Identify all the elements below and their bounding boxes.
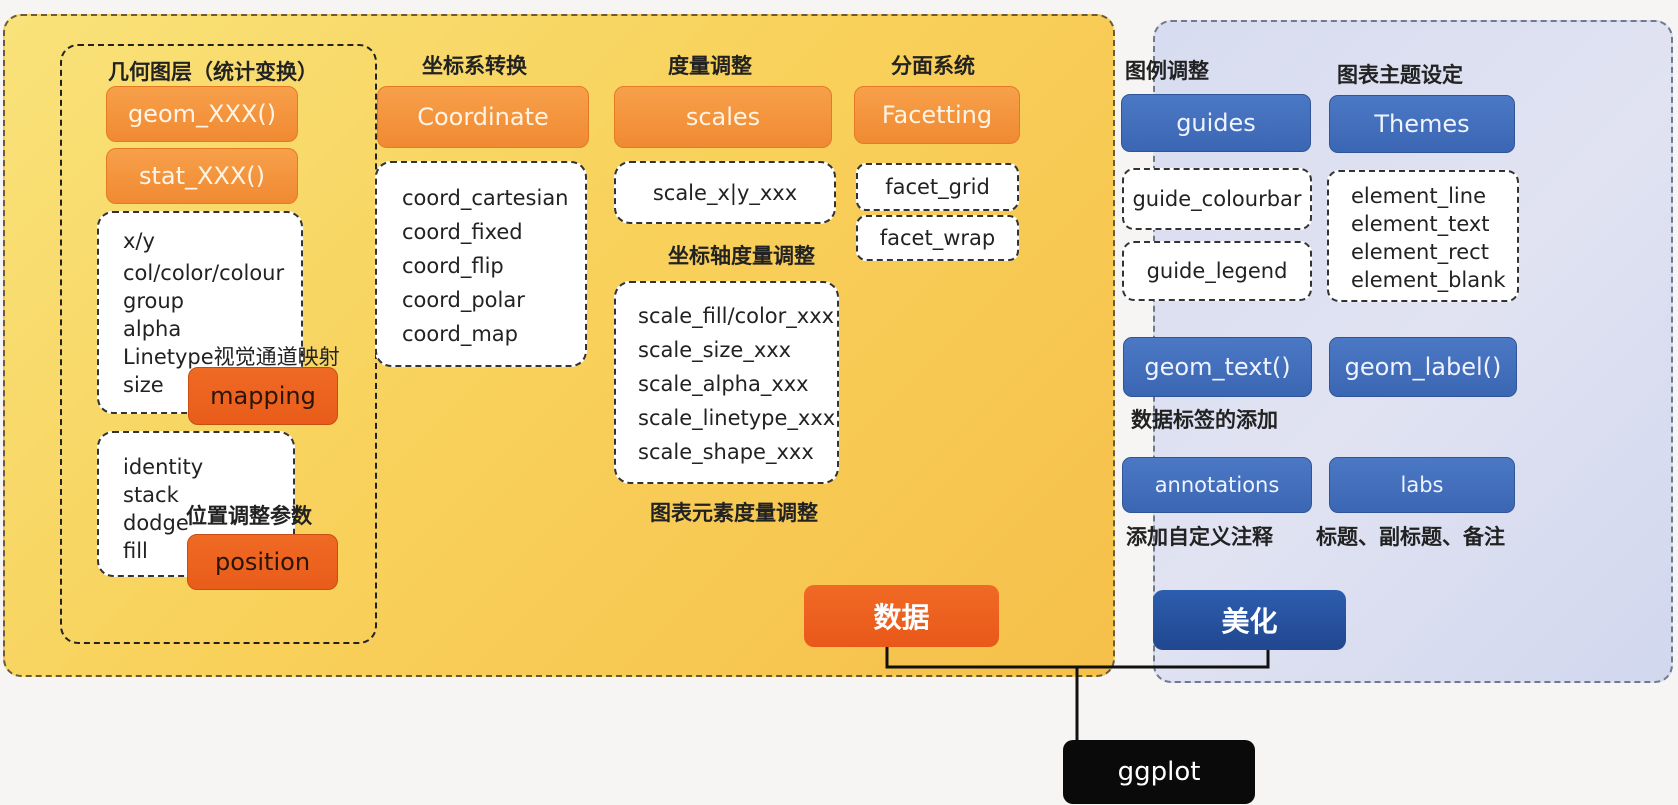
- guides-button[interactable]: guides: [1121, 94, 1311, 152]
- scale-item: scale_fill/color_xxx: [638, 304, 835, 328]
- beautify-node[interactable]: 美化: [1153, 590, 1346, 650]
- aesthetics-list: x/y col/color/colour group alpha Linetyp…: [123, 223, 340, 399]
- geom-label-button[interactable]: geom_label(): [1329, 337, 1517, 397]
- ggplot-root-node[interactable]: ggplot: [1063, 740, 1255, 804]
- scale-item: scale_alpha_xxx: [638, 372, 809, 396]
- themes-header: 图表主题设定: [1337, 63, 1463, 87]
- scales-header: 度量调整: [668, 54, 752, 78]
- labs-note: 标题、副标题、备注: [1316, 525, 1505, 549]
- annotations-button[interactable]: annotations: [1122, 457, 1312, 513]
- mapping-button[interactable]: mapping: [188, 367, 338, 425]
- coordinate-button[interactable]: Coordinate: [377, 86, 589, 148]
- scale-item: scale_shape_xxx: [638, 440, 814, 464]
- facet-grid-box: facet_grid: [856, 163, 1019, 211]
- scale-elements-box: scale_fill/color_xxx scale_size_xxx scal…: [614, 281, 839, 484]
- scale-item: scale_linetype_xxx: [638, 406, 836, 430]
- facet-wrap-box: facet_wrap: [856, 215, 1019, 261]
- coordinate-list: coord_cartesian coord_fixed coord_flip c…: [402, 181, 569, 351]
- position-item: identity: [123, 455, 204, 479]
- theme-element-item: element_text: [1351, 212, 1490, 236]
- position-item: fill: [123, 539, 148, 563]
- theme-elements-list: element_line element_text element_rect e…: [1351, 182, 1506, 294]
- coord-item: coord_fixed: [402, 220, 523, 244]
- coordinate-box: coord_cartesian coord_fixed coord_flip c…: [375, 161, 587, 367]
- position-button[interactable]: position: [187, 534, 338, 590]
- scale-item: scale_size_xxx: [638, 338, 792, 362]
- position-note: 位置调整参数: [186, 504, 312, 528]
- aesthetic-item: x/y: [123, 229, 155, 253]
- theme-element-item: element_line: [1351, 184, 1486, 208]
- aesthetic-item: group: [123, 289, 184, 313]
- coord-item: coord_cartesian: [402, 186, 569, 210]
- coord-item: coord_flip: [402, 254, 504, 278]
- scales-button[interactable]: scales: [614, 86, 832, 148]
- connector-line: [885, 647, 1270, 669]
- guide-colourbar-box: guide_colourbar: [1122, 168, 1312, 230]
- theme-element-item: element_rect: [1351, 240, 1489, 264]
- coordinate-header: 坐标系转换: [422, 54, 527, 78]
- stat-button[interactable]: stat_XXX(): [106, 148, 298, 204]
- guides-header: 图例调整: [1125, 59, 1209, 83]
- position-list: identity stack dodge fill: [123, 453, 203, 565]
- guide-legend-box: guide_legend: [1122, 241, 1312, 301]
- aesthetic-item: size: [123, 373, 164, 397]
- coord-item: coord_polar: [402, 288, 525, 312]
- aesthetic-item: Linetype视觉通道映射: [123, 345, 340, 369]
- aesthetic-item: col/color/colour: [123, 261, 285, 285]
- scale-elements-note: 图表元素度量调整: [650, 501, 818, 525]
- labs-button[interactable]: labs: [1329, 457, 1515, 513]
- geom-layer-header: 几何图层（统计变换）: [108, 60, 318, 84]
- label-note: 数据标签的添加: [1131, 408, 1278, 432]
- theme-elements-box: element_line element_text element_rect e…: [1327, 170, 1519, 302]
- scale-elements-list: scale_fill/color_xxx scale_size_xxx scal…: [638, 299, 835, 469]
- geom-text-button[interactable]: geom_text(): [1123, 337, 1312, 397]
- facet-header: 分面系统: [891, 54, 975, 78]
- coord-item: coord_map: [402, 322, 518, 346]
- geom-button[interactable]: geom_XXX(): [106, 86, 298, 142]
- annotations-note: 添加自定义注释: [1126, 525, 1273, 549]
- scale-axis-note: 坐标轴度量调整: [668, 244, 815, 268]
- scale-axis-box: scale_x|y_xxx: [614, 161, 836, 224]
- data-node[interactable]: 数据: [804, 585, 999, 647]
- aesthetic-item: alpha: [123, 317, 182, 341]
- theme-element-item: element_blank: [1351, 268, 1506, 292]
- facet-button[interactable]: Facetting: [854, 86, 1020, 144]
- themes-button[interactable]: Themes: [1329, 95, 1515, 153]
- position-item: dodge: [123, 511, 189, 535]
- position-item: stack: [123, 483, 179, 507]
